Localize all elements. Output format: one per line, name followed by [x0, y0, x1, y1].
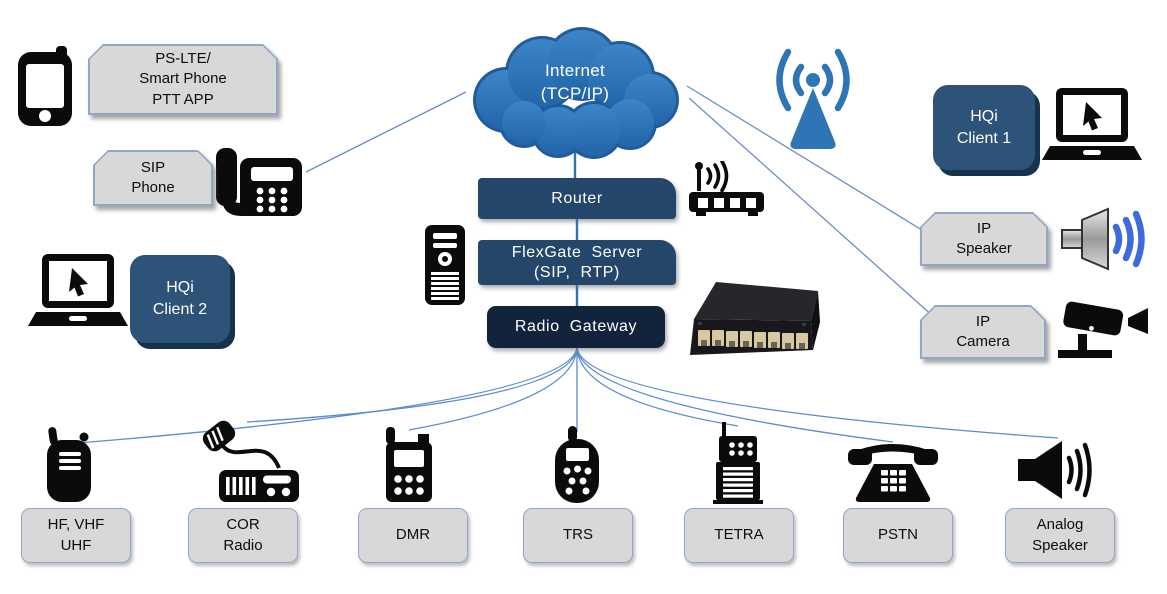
ps-lte-label-line1: PS-LTE/: [155, 50, 211, 68]
desk-phone-icon: [216, 148, 302, 216]
hqi-client2-label-line1: HQi: [166, 279, 194, 297]
cctv-camera-icon: [1058, 301, 1148, 358]
smartphone-icon: [18, 46, 72, 126]
analog-speaker-box: Analog Speaker: [1005, 508, 1115, 563]
ip-speaker-label-line1: IP: [976, 219, 992, 237]
ip-speaker-box: IP Speaker: [920, 212, 1048, 266]
radio-gateway-box: Radio Gateway: [487, 306, 665, 348]
ip-speaker-icon: [1061, 207, 1145, 271]
dmr-label: DMR: [395, 526, 431, 544]
sip-phone-label-line1: SIP: [140, 158, 166, 176]
server-icon: [425, 225, 465, 305]
hqi-client2-box: HQi Client 2: [130, 255, 230, 343]
flexgate-label-line1: FlexGate Server: [511, 243, 643, 261]
ps-lte-box: PS-LTE/ Smart Phone PTT APP: [88, 44, 278, 115]
line-gateway-to-dmr: [408, 347, 578, 431]
hf-vhf-uhf-label-line2: UHF: [60, 536, 92, 554]
wireless-router-icon: [689, 161, 764, 216]
hqi-client1-label-line1: HQi: [970, 107, 998, 125]
pstn-label: PSTN: [877, 526, 918, 544]
network-switch-image: [690, 282, 820, 355]
ip-speaker-label-line2: Speaker: [956, 240, 1012, 257]
router-box: Router: [478, 178, 676, 219]
ps-lte-label-line2: Smart Phone: [139, 70, 227, 88]
hqi-client1-box: HQi Client 1: [933, 85, 1035, 170]
line-gateway-to-pstn: [576, 347, 894, 443]
radio-gateway-label: Radio Gateway: [514, 318, 638, 335]
ip-camera-label-line2: Camera: [956, 333, 1010, 350]
pstn-box: PSTN: [843, 508, 953, 563]
router-label: Router: [551, 189, 603, 207]
trs-box: TRS: [523, 508, 633, 563]
telephone-icon: [848, 444, 938, 502]
flexgate-server-box: FlexGate Server (SIP, RTP): [478, 240, 676, 285]
line-cloud-to-ip-speaker: [686, 85, 936, 239]
analog-speaker-label-line1: Analog: [1036, 516, 1084, 534]
loudspeaker-icon: [1018, 441, 1092, 499]
line-gateway-to-hf: [64, 347, 578, 445]
dmr-radio-icon: [386, 427, 432, 502]
tetra-label: TETRA: [714, 526, 764, 544]
internet-label-line2: (TCP/IP): [540, 83, 610, 103]
hqi-client2-label-line2: Client 2: [152, 301, 208, 318]
hf-vhf-uhf-box: HF, VHF UHF: [21, 508, 131, 563]
internet-cloud: [473, 27, 679, 159]
tetra-box: TETRA: [684, 508, 794, 563]
internet-cloud-label: Internet (TCP/IP): [455, 60, 695, 106]
hqi-client1-label-line2: Client 1: [956, 129, 1012, 147]
line-cloud-to-sip-phone: [305, 91, 467, 173]
laptop-icon-client1: [1042, 88, 1142, 160]
analog-speaker-label-line2: Speaker: [1032, 536, 1088, 554]
laptop-icon-client2: [28, 254, 128, 326]
tetra-radio-icon: [713, 422, 763, 504]
line-cloud-to-ip-camera: [688, 97, 936, 319]
trs-radio-icon: [555, 426, 599, 503]
mobile-radio-mic-icon: [202, 420, 299, 502]
line-gateway-to-cor: [246, 347, 578, 423]
sip-phone-box: SIP Phone: [93, 150, 213, 206]
dmr-box: DMR: [358, 508, 468, 563]
line-gateway-to-analog: [576, 347, 1059, 439]
ip-camera-box: IP Camera: [920, 305, 1046, 359]
ip-camera-label-line1: IP: [975, 312, 991, 330]
ps-lte-label-line3: PTT APP: [152, 90, 214, 108]
sip-phone-label-line2: Phone: [131, 179, 175, 196]
antenna-icon: [776, 48, 850, 149]
cor-radio-label-line1: COR: [226, 516, 260, 534]
flexgate-label-line2: (SIP, RTP): [534, 263, 620, 281]
line-gateway-to-tetra: [576, 347, 739, 427]
hf-vhf-uhf-label-line1: HF, VHF: [47, 516, 105, 534]
cor-radio-box: COR Radio: [188, 508, 298, 563]
internet-label-line1: Internet: [544, 61, 606, 80]
cor-radio-label-line2: Radio: [223, 536, 263, 554]
trs-label: TRS: [563, 526, 593, 544]
handheld-radio-icon: [47, 427, 91, 502]
